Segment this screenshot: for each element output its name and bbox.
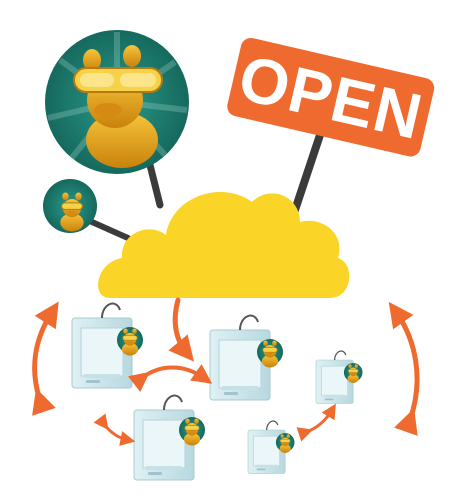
duck-mascot-avatar-small (43, 179, 97, 233)
bidirectional-arrow (93, 413, 136, 446)
duck-figurine (343, 363, 363, 384)
duck-figurine (179, 417, 205, 446)
bidirectional-arrow (296, 403, 336, 442)
bidirectional-arrow (388, 301, 420, 436)
large-avatar-post (146, 161, 164, 209)
duck-figurine (257, 339, 283, 368)
duck-figurine (275, 433, 295, 454)
3d-printer (71, 302, 143, 389)
3d-printer (247, 420, 295, 475)
cloud (98, 192, 350, 298)
3d-printer (315, 350, 363, 405)
small-avatar-post (89, 219, 131, 241)
duck-mascot-avatar-large (45, 30, 189, 174)
3d-printer (133, 394, 205, 481)
open-sign: OPEN (227, 37, 435, 157)
duck-figurine (117, 327, 143, 356)
3d-printer (209, 314, 283, 401)
bidirectional-arrow (127, 364, 213, 393)
down-arrow (168, 297, 194, 362)
bidirectional-arrow (32, 301, 59, 416)
